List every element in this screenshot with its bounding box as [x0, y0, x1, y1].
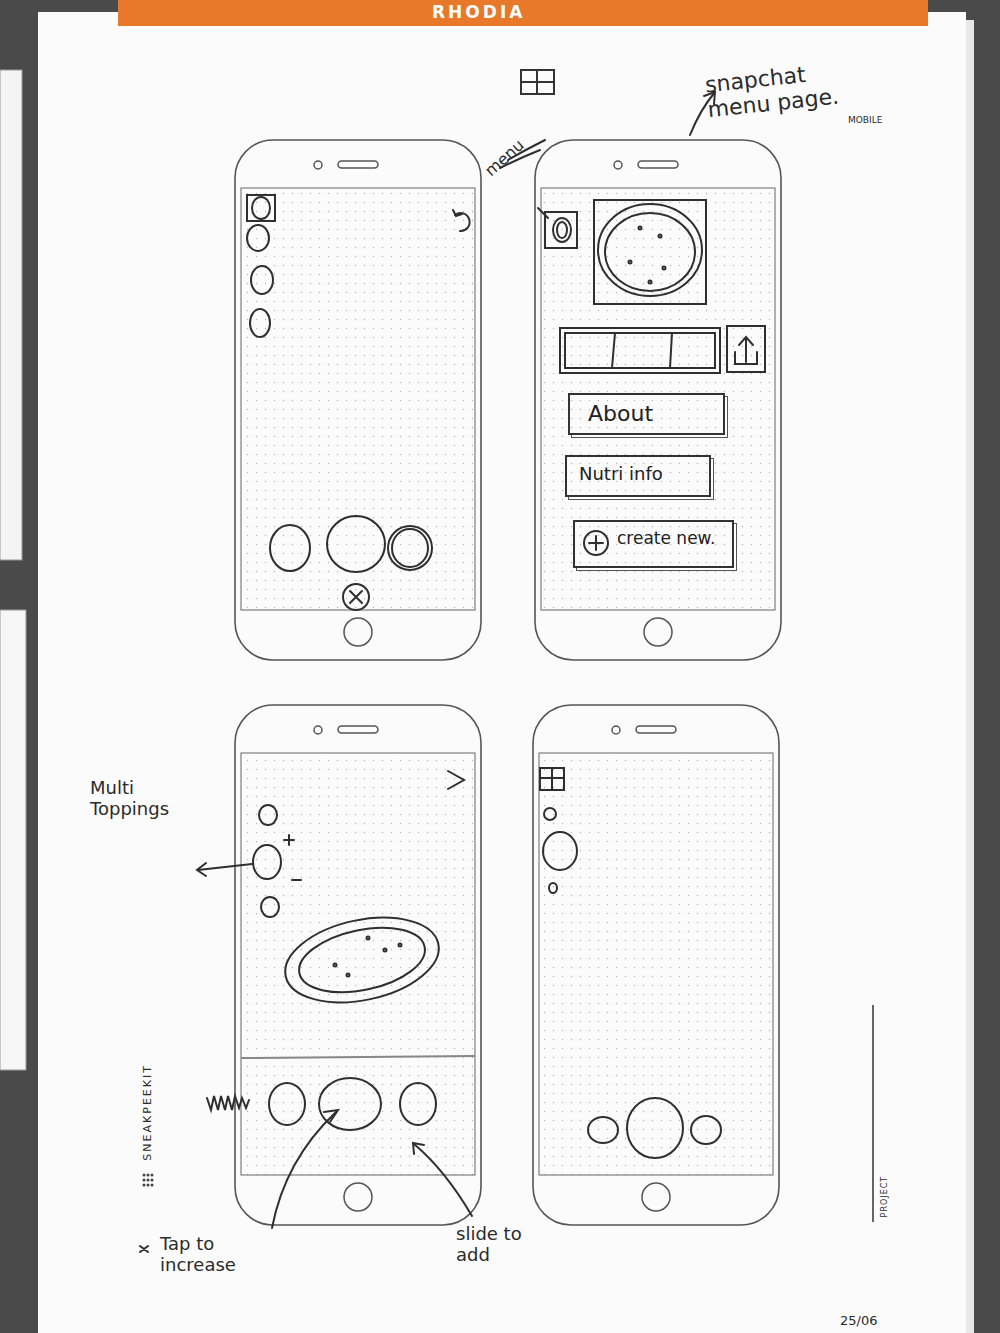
annotation-label: PROJECT	[880, 1175, 889, 1217]
button-label: Nutri info	[579, 463, 697, 484]
annotation-label: MOBILE	[848, 115, 882, 125]
annotation-label: 25/06	[840, 1314, 877, 1329]
menu-button: About	[568, 393, 725, 435]
menu-button: Nutri info	[565, 455, 711, 497]
annotation-label: SNEAKPEEKIT	[141, 1064, 154, 1161]
annotation-label: RHODIA	[432, 3, 525, 23]
button-label: About	[588, 401, 711, 426]
button-label: create new.	[617, 528, 720, 548]
menu-button: create new.	[573, 520, 734, 568]
annotation-label: Multi Toppings	[90, 778, 208, 819]
annotation-label: Tap to increase	[160, 1234, 272, 1275]
annotation-label: slide to add	[456, 1224, 534, 1265]
